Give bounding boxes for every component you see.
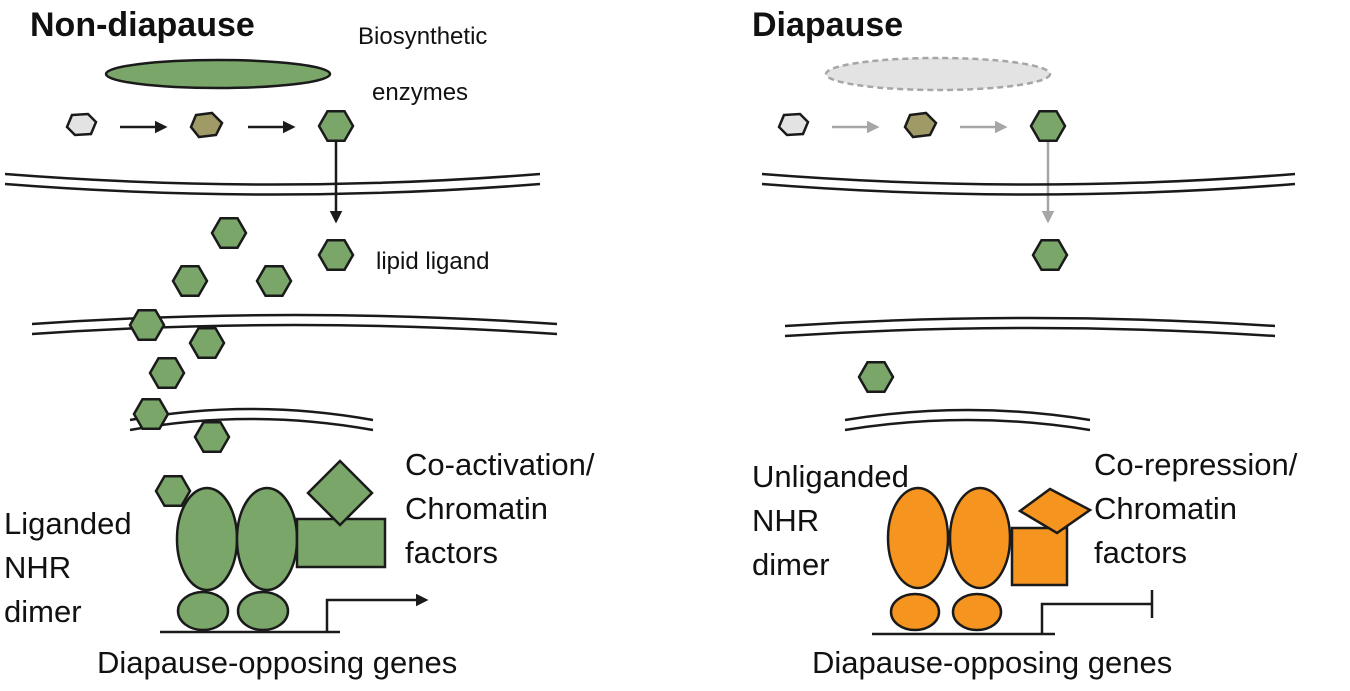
lipid-ligand-icon xyxy=(255,265,293,297)
ligand-group xyxy=(128,110,355,507)
lipid-ligand-icon xyxy=(188,327,226,359)
precursor-icon xyxy=(65,112,98,137)
genes-label: Diapause-opposing genes xyxy=(812,645,1172,680)
corepression-label-line2: Chromatin xyxy=(1094,491,1237,526)
enzymes-label-line2: enzymes xyxy=(372,79,468,106)
genes-label: Diapause-opposing genes xyxy=(97,645,457,680)
nhr-monomer-1-icon xyxy=(886,486,950,590)
transcription-repression-line xyxy=(1040,602,1152,634)
corepression-label-line1: Co-repression/ xyxy=(1094,447,1298,482)
corepression-label-line3: factors xyxy=(1094,535,1187,570)
lipid-ligand-icon xyxy=(154,475,192,507)
nhr-monomer-1-icon xyxy=(175,486,239,592)
lipid-ligand-icon xyxy=(148,357,186,389)
lipid-ligand-icon xyxy=(193,421,231,453)
nhr-label-line1: Liganded xyxy=(4,506,132,541)
nhr-monomer-2-icon xyxy=(235,486,299,592)
ligand-group xyxy=(857,110,1069,393)
lipid-ligand-icon xyxy=(1029,110,1067,142)
coactivation-label-line3: factors xyxy=(405,535,498,570)
nhr-label-line1: Unliganded xyxy=(752,459,909,494)
lipid-ligand-icon xyxy=(171,265,209,297)
dna-binding-domain-2-icon xyxy=(236,590,290,632)
ligand-label: lipid ligand xyxy=(376,248,489,275)
lipid-ligand-icon xyxy=(1031,239,1069,271)
precursor-icon xyxy=(777,112,810,137)
nuclear-membrane xyxy=(844,408,1091,432)
coactivation-label-line1: Co-activation/ xyxy=(405,447,595,482)
outer-membrane xyxy=(761,172,1296,196)
intermediate-icon xyxy=(903,111,938,139)
nhr-label-line3: dimer xyxy=(4,594,82,629)
lipid-ligand-icon xyxy=(857,361,895,393)
intermediate-icon xyxy=(189,111,224,139)
dna-binding-domain-2-icon xyxy=(951,592,1003,632)
right-panel: Diapause Co-repression/ Chromatin factor… xyxy=(752,6,1298,680)
right-panel-title: Diapause xyxy=(752,6,903,44)
enzymes-label-line1: Biosynthetic xyxy=(358,23,487,50)
coactivator-rect-icon xyxy=(295,517,387,569)
target-cell-membrane xyxy=(784,316,1276,338)
nhr-label-line2: NHR xyxy=(4,550,71,585)
dna-binding-domain-1-icon xyxy=(176,590,230,632)
coactivation-label-line2: Chromatin xyxy=(405,491,548,526)
nhr-label-line3: dimer xyxy=(752,547,830,582)
lipid-ligand-icon xyxy=(317,110,355,142)
lipid-ligand-icon xyxy=(132,398,170,430)
transcription-activation-arrow xyxy=(325,593,429,632)
biosynthetic-enzyme-icon xyxy=(104,58,332,90)
corepressor-diamond-icon xyxy=(1017,487,1093,535)
target-cell-membrane xyxy=(31,313,558,336)
dna-binding-domain-1-icon xyxy=(889,592,941,632)
inactive-enzyme-icon xyxy=(824,56,1052,92)
lipid-ligand-icon xyxy=(210,217,248,249)
left-panel: Non-diapause Biosynthetic enzymes lipid … xyxy=(4,6,595,680)
lipid-ligand-icon xyxy=(317,239,355,271)
nhr-monomer-2-icon xyxy=(948,486,1012,590)
outer-membrane xyxy=(4,172,541,196)
corepressor-square-icon xyxy=(1010,526,1069,587)
lipid-ligand-icon xyxy=(128,309,166,341)
left-panel-title: Non-diapause xyxy=(30,6,255,44)
coactivator-diamond-icon xyxy=(306,459,374,527)
nhr-label-line2: NHR xyxy=(752,503,819,538)
